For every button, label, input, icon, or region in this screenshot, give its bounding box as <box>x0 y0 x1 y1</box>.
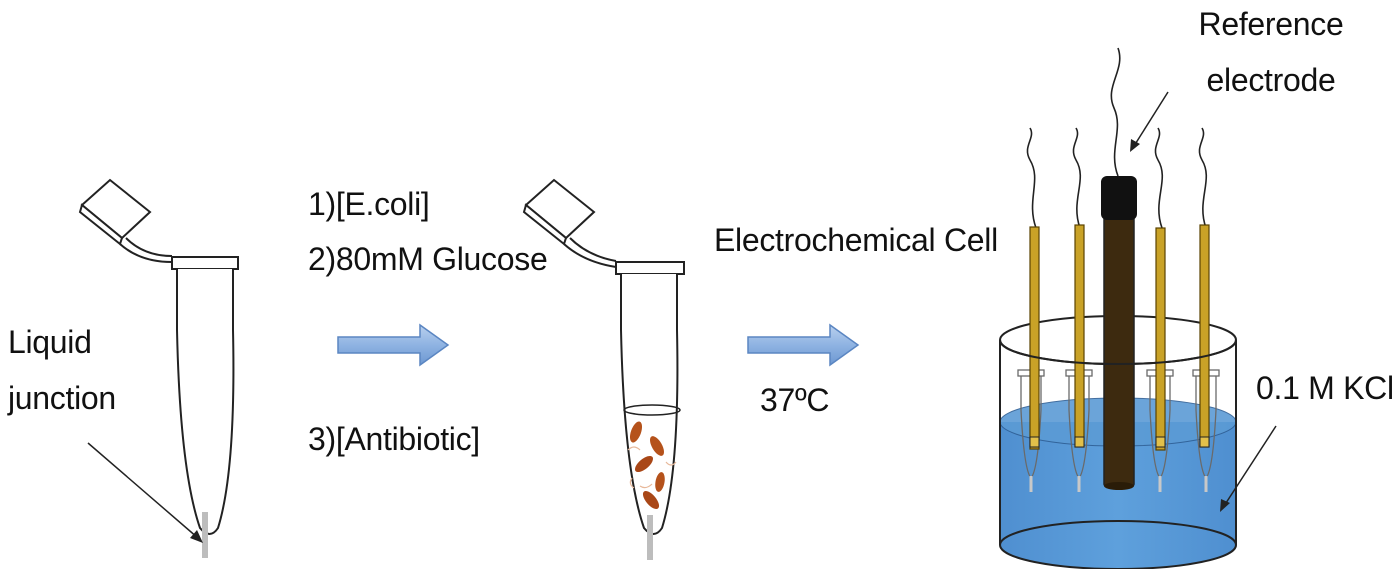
kcl-solution-label: 0.1 M KCl <box>1256 370 1394 406</box>
bacteria-cluster <box>627 421 677 510</box>
liquid-junction <box>202 512 208 558</box>
right-arrow-icon <box>747 323 860 367</box>
reference-electrode <box>1101 47 1137 490</box>
right-arrow-icon <box>337 323 450 367</box>
reference-electrode-body <box>1103 215 1135 487</box>
tube1-lid <box>78 178 173 263</box>
liquid-junction-label-line1: Liquid <box>8 324 92 360</box>
tube2-lid <box>522 178 617 268</box>
tube2-meniscus <box>623 404 681 416</box>
liquid-junction-label-line2: junction <box>8 380 116 416</box>
junction-pointer-arrow <box>87 442 203 543</box>
reference-electrode-label-line1: Reference <box>1198 6 1344 42</box>
gold-electrode-3 <box>1154 127 1166 451</box>
tube2-rim <box>615 261 685 275</box>
gold-electrode-4 <box>1198 127 1210 448</box>
empty-eppendorf-tube-icon <box>78 178 239 558</box>
tube2-junction <box>647 515 653 560</box>
gold-electrode-1 <box>1026 127 1040 450</box>
reference-electrode-label-line2: electrode <box>1206 62 1336 98</box>
tube1-body <box>176 269 235 535</box>
step-1-label: 1)[E.coli] <box>308 186 430 222</box>
temperature-label: 37ºC <box>760 382 830 418</box>
step-2-label: 2)80mM Glucose <box>308 241 548 277</box>
kcl-solution <box>1000 422 1236 569</box>
electrochemical-cell-icon <box>999 47 1237 570</box>
reference-electrode-cap <box>1101 176 1137 220</box>
electrochemical-cell-label: Electrochemical Cell <box>714 222 998 258</box>
reference-pointer-arrow <box>1130 91 1169 152</box>
eppendorf-tube-with-bacteria-icon <box>522 178 685 560</box>
solution-pointer-arrow <box>1220 425 1277 512</box>
working-electrodes <box>1026 127 1210 451</box>
gold-electrode-2 <box>1072 127 1085 448</box>
step-3-label: 3)[Antibiotic] <box>308 421 480 457</box>
tube1-rim <box>171 256 239 270</box>
